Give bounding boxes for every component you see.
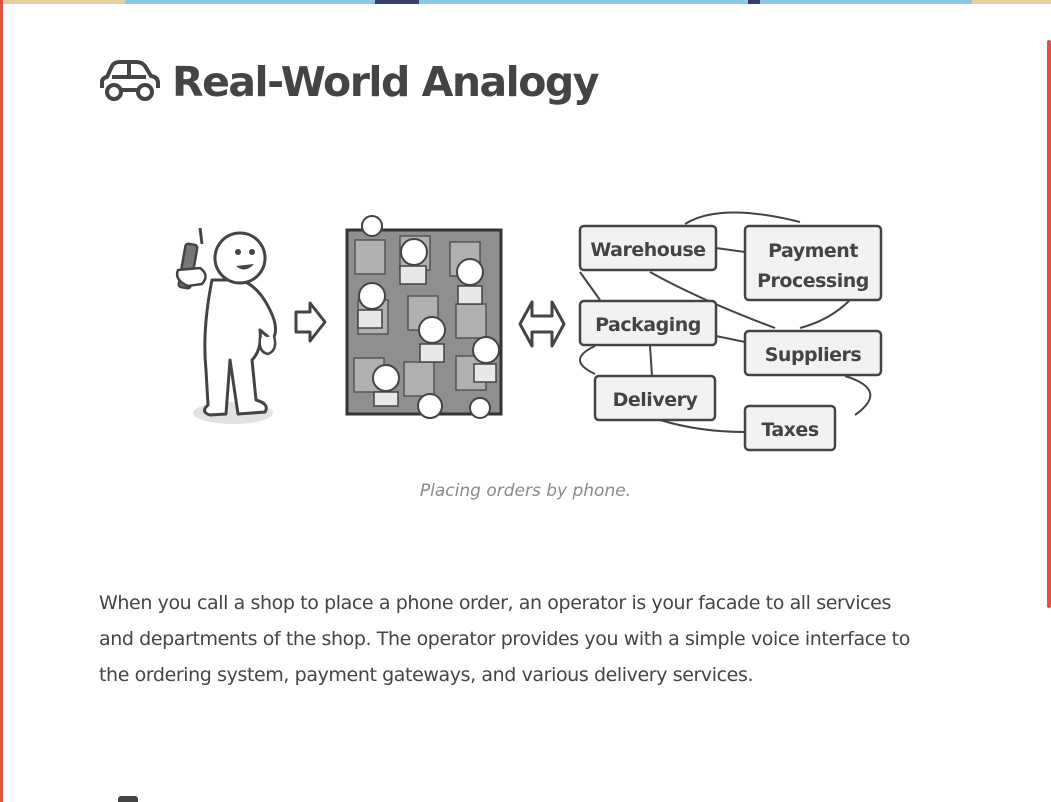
- left-accent-stripe: [0, 0, 3, 802]
- svg-text:Taxes: Taxes: [761, 419, 818, 441]
- svg-text:Suppliers: Suppliers: [765, 344, 862, 366]
- service-packaging: Packaging: [578, 299, 718, 347]
- car-icon: [100, 60, 160, 101]
- double-arrow-icon: [518, 300, 566, 348]
- service-warehouse: Warehouse: [578, 224, 718, 272]
- svg-text:Payment: Payment: [768, 240, 858, 262]
- scrollbar[interactable]: [1047, 40, 1051, 608]
- next-section-icon: [118, 796, 138, 802]
- svg-text:Packaging: Packaging: [595, 314, 701, 336]
- arrow-right-icon: [294, 301, 327, 343]
- section-heading: Real-World Analogy: [98, 58, 599, 106]
- svg-text:Warehouse: Warehouse: [590, 239, 705, 261]
- section-title: Real-World Analogy: [172, 58, 599, 106]
- operators-panel: [345, 215, 503, 419]
- svg-text:Delivery: Delivery: [613, 389, 699, 411]
- top-strip: [0, 0, 1051, 4]
- customer-figure: [175, 227, 277, 424]
- service-taxes: Taxes: [743, 404, 837, 452]
- phone-order-illustration: Warehouse Payment Processing Packaging S…: [175, 211, 883, 452]
- svg-text:Processing: Processing: [757, 270, 869, 292]
- service-delivery: Delivery: [593, 374, 717, 422]
- figure-caption: Placing orders by phone.: [419, 481, 632, 501]
- service-suppliers: Suppliers: [743, 329, 883, 377]
- analogy-paragraph: When you call a shop to place a phone or…: [99, 592, 910, 686]
- service-payment-processing: Payment Processing: [743, 224, 883, 302]
